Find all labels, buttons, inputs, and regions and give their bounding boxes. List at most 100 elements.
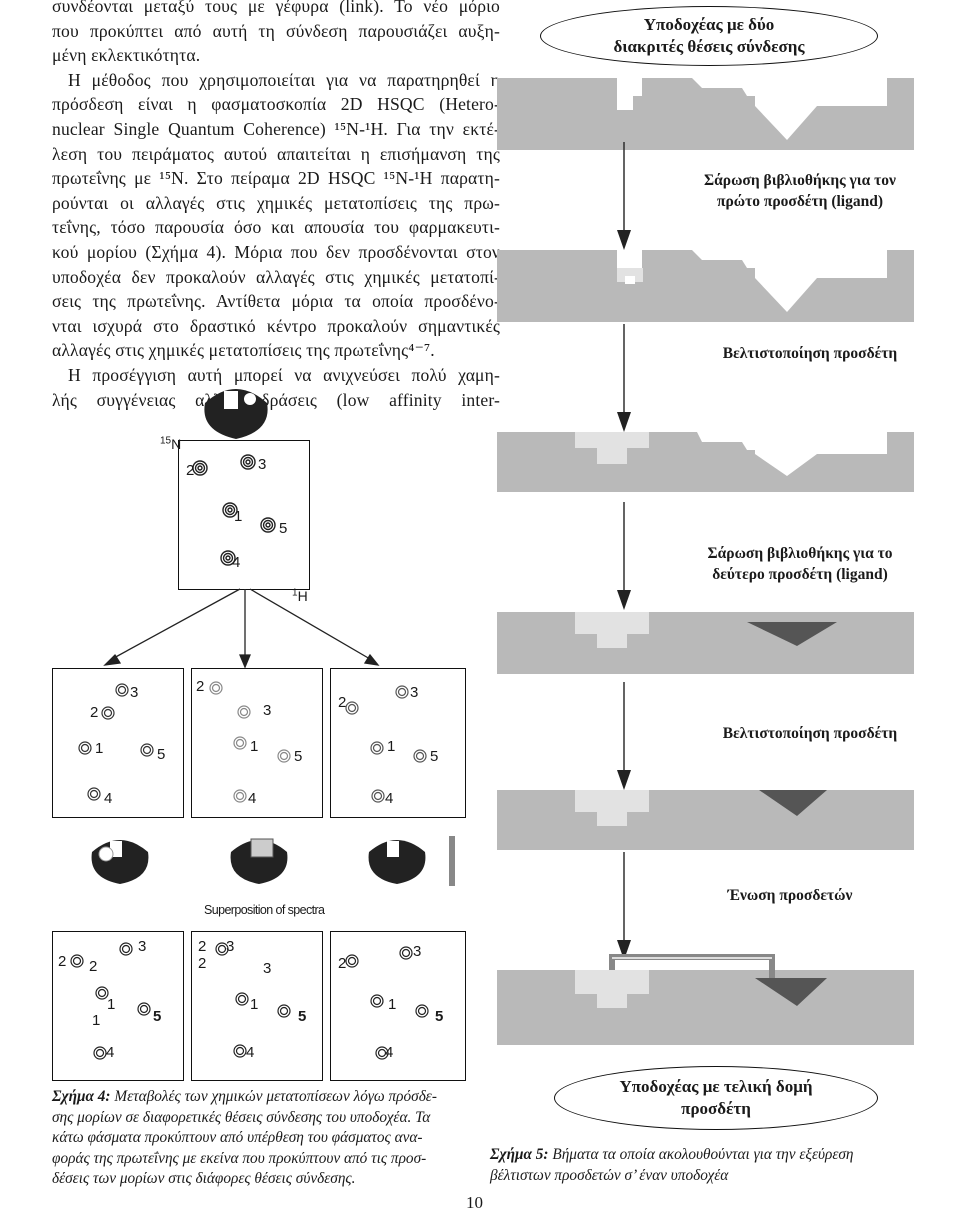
peak-label: 3 [258,456,267,473]
peak-label: 1 [95,740,104,757]
peak-label: 5 [298,1008,307,1025]
text-line: πρωτεΐνης με ¹⁵N. Στο πείραμα 2D HSQC ¹⁵… [52,168,500,189]
peak-label: 5 [279,520,288,537]
text-line: λής συγγένειας αλληλεπιδράσεις (low affi… [52,389,500,410]
peak-label: 2 [198,938,207,955]
peak-label: 1 [92,1012,101,1029]
top-spectrum-peaks [192,454,276,566]
receptor-ligand-1-icon [91,840,149,884]
peak-label: 4 [385,790,394,807]
text-line: Η προσέγγιση αυτή μπορεί να ανιχνεύσει π… [68,364,500,385]
peak-label: 2 [58,953,67,970]
caption-line: κάτω φάσματα προκύπτουν από υπέρθεση του… [52,1129,423,1146]
peak-label: 3 [130,684,139,701]
arrow-down-icon [617,852,631,960]
middle-spectra-peaks [78,681,427,803]
peak-label: 2 [338,955,347,972]
peak-label: 2 [196,678,205,695]
text-line: nuclear Single Quantum Coherence) ¹⁵N-¹H… [52,118,500,139]
peak-label: 1 [250,738,259,755]
peak-label: 4 [248,790,257,807]
peak-label: 5 [153,1008,162,1025]
text-line: κού μορίου (Σχήμα 4). Μόρια που δεν προσ… [52,241,500,262]
figure-5-caption-label: Σχήμα 5: [490,1146,549,1163]
receptor-two-sites-oval: Υποδοχέας με δύο διακριτές θέσεις σύνδεσ… [540,6,878,66]
arrow-down-icon [617,502,631,610]
receptor-band-3 [497,432,914,492]
caption-line: σης μορίων σε διαφορετικές θέσεις σύνδεσ… [52,1108,431,1126]
receptor-band-6 [497,954,914,1045]
page-number: 10 [466,1193,483,1212]
superposition-spectrum-2 [191,931,323,1081]
receptor-band-2 [497,250,914,322]
peak-label: 2 [186,462,195,479]
figure-5-caption: Σχήμα 5: Βήματα τα οποία ακολουθούνται γ… [490,1145,920,1186]
text-line: ρούνται οι αλλαγές στις χημικές μετατοπί… [52,192,500,213]
peak-label: 1 [107,996,116,1013]
peak-label: 2 [338,694,347,711]
peak-label: 5 [430,748,439,765]
peak-label: 2 [89,958,98,975]
caption-line: Μεταβολές των χημικών μετατοπίσεων λόγω … [114,1088,437,1105]
receptor-band-4 [497,612,914,674]
receptor-band-1 [497,78,914,150]
spectrum-arrows [103,588,380,669]
text-line: Η μέθοδος που χρησιμοποιείται για να παρ… [68,69,500,90]
figure-4-caption: Σχήμα 4: Μεταβολές των χημικών μετατοπίσ… [52,1087,477,1190]
text-line: μένη εκλεκτικότητα. [52,45,201,66]
arrow-down-icon [617,324,631,432]
text-line: σεις της πρωτεΐνης. Αντίθετα μόρια τα οπ… [52,291,500,312]
peak-label: 3 [226,938,235,955]
arrow-down-icon [617,142,631,250]
caption-line: βέλτιστων προσδετών σ’ έναν υποδοχέα [490,1166,729,1184]
peak-label: 3 [413,943,422,960]
step-link-ligands: Ένωση προσδετών [727,887,853,904]
peak-label: 4 [385,1044,394,1061]
step-optimize-1: Βελτιστοποίηση προσδέτη [722,345,898,362]
ligand-bar-icon [449,836,455,886]
figure-4-caption-label: Σχήμα 4: [52,1088,111,1105]
text-line: υποδοχέα δεν προκαλούν αλλαγές στις χημι… [52,266,500,287]
peak-label: 4 [104,790,113,807]
top-spectrum [178,440,310,590]
text-line: αλλαγές στις χημικές μετατοπίσεις της πρ… [52,340,435,361]
receptor-ligand-3-icon [368,840,426,884]
caption-line: Βήματα τα οποία ακολουθούνται για την εξ… [552,1146,854,1163]
text-line: που προκύπτει από αυτή τη σύνδεση παρουσ… [52,20,500,41]
peak-label: 3 [263,960,272,977]
caption-line: δέσεις των μορίων στις διάφορες θέσεις σ… [52,1170,356,1187]
superposition-label: Superposition of spectra [204,903,325,917]
text-line: νται ισχυρά στο δραστικό κέντρο προκαλού… [52,315,500,336]
spectrum-site-1 [52,668,184,818]
arrow-down-icon [617,682,631,790]
text-line: συνδέονται μεταξύ τους με γέφυρα (link).… [52,0,500,16]
peak-label: 2 [198,955,207,972]
peak-label: 2 [90,704,99,721]
receptor-final-oval: Υποδοχέας με τελική δομή προσδέτη [554,1066,878,1130]
receptor-icon [204,389,268,439]
peak-label: 3 [263,702,272,719]
superposition-spectrum-3 [330,931,466,1081]
peak-label: 5 [435,1008,444,1025]
peak-label: 3 [410,684,419,701]
peak-label: 1 [387,738,396,755]
peak-label: 1 [250,996,259,1013]
peak-label: 4 [246,1044,255,1061]
step-optimize-2: Βελτιστοποίηση προσδέτη [722,725,898,742]
superposition-peaks [70,942,429,1060]
body-paragraph: συνδέονται μεταξύ τους με γέφυρα (link).… [52,0,500,412]
peak-label: 1 [234,508,243,525]
receptor-ligand-2-icon [230,838,288,884]
peak-label: 5 [294,748,303,765]
peak-label: 4 [232,554,241,571]
caption-line: φοράς της πρωτεΐνης με εκείνα που προκύπ… [52,1149,427,1167]
spectrum-site-3 [330,668,466,818]
peak-label: 3 [138,938,147,955]
text-line: πρόσδεση είναι η φασματοσκοπία 2D HSQC (… [52,94,500,115]
peak-label: 1 [388,996,397,1013]
receptor-band-5 [497,790,914,850]
text-line: λεση του πειράματος αυτού απαιτείται η ε… [52,143,500,164]
peak-label: 5 [157,746,166,763]
